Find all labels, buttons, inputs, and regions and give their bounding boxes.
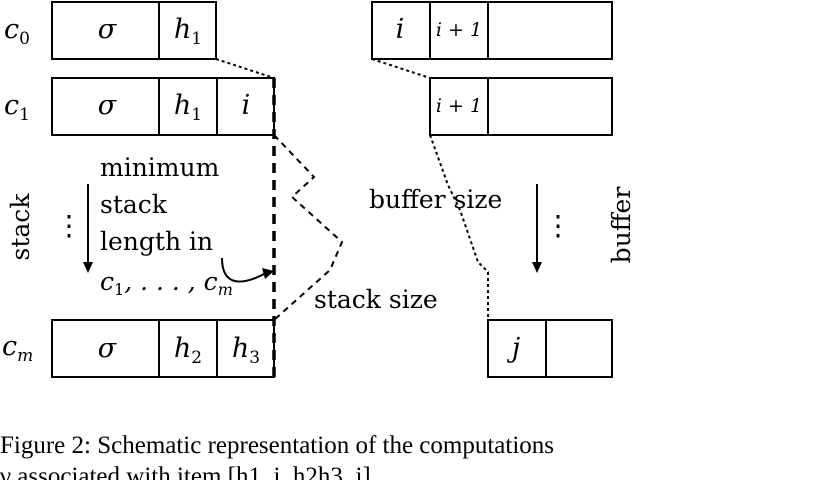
buffer-c0-i-plus-1: i + 1	[436, 19, 482, 41]
stack-cm: σ h2 h3	[51, 319, 275, 378]
stack-c1-h1: h1	[174, 90, 202, 125]
stack-down-arrow	[83, 184, 93, 273]
figure-caption: Figure 2: Schematic representation of th…	[0, 430, 830, 480]
buffer-top-connector	[371, 58, 431, 79]
buffer-c1: i + 1	[429, 77, 613, 136]
stack-c0-sigma: σ	[98, 14, 118, 45]
stack-c1-i: i	[242, 90, 251, 121]
buffer-axis-label: buffer	[607, 187, 636, 264]
stack-cm-h3: h3	[232, 333, 260, 368]
stack-top-connector	[215, 58, 275, 79]
stack-c1-sigma: σ	[98, 90, 118, 121]
stack-ellipsis: ⋮	[55, 209, 83, 242]
buffer-size-label: buffer size	[369, 185, 502, 214]
annotation-line-1: minimum	[100, 153, 220, 182]
stack-axis-label: stack	[6, 193, 35, 261]
schematic-diagram: c0 c1 cm σ h1 σ h1 i σ h2 h3 i i + 1 i +	[2, 1, 636, 378]
stack-size-zigzag	[273, 134, 344, 321]
caption-line-1: Figure 2: Schematic representation of th…	[0, 432, 555, 459]
buffer-c1-i-plus-1: i + 1	[436, 95, 482, 117]
annotation-line-4: c1, . . . , cm	[100, 267, 233, 299]
caption-line-2: γ associated with item [h1, i, h2h3, j].	[0, 463, 377, 480]
buffer-c0-i: i	[396, 14, 405, 45]
buffer-ellipsis: ⋮	[544, 209, 572, 242]
minimum-stack-annotation: minimum stack length in c1, . . . , cm	[100, 153, 233, 299]
buffer-size-boundary	[429, 134, 489, 320]
stack-cm-h2: h2	[174, 333, 202, 368]
buffer-down-arrow	[532, 184, 542, 273]
buffer-cm: j	[487, 319, 613, 378]
annotation-curved-arrow	[221, 257, 274, 283]
annotation-line-3: length in	[100, 227, 213, 256]
buffer-c0: i i + 1	[371, 1, 613, 60]
row-label-cm: cm	[2, 331, 33, 366]
annotation-line-2: stack	[100, 190, 168, 219]
stack-size-label: stack size	[314, 285, 438, 314]
stack-c1: σ h1 i	[51, 77, 275, 136]
stack-c0: σ h1	[51, 1, 217, 60]
row-label-c0: c0	[4, 14, 30, 49]
stack-c0-h1: h1	[174, 14, 202, 49]
stack-cm-sigma: σ	[98, 333, 118, 364]
row-label-c1: c1	[4, 90, 30, 125]
